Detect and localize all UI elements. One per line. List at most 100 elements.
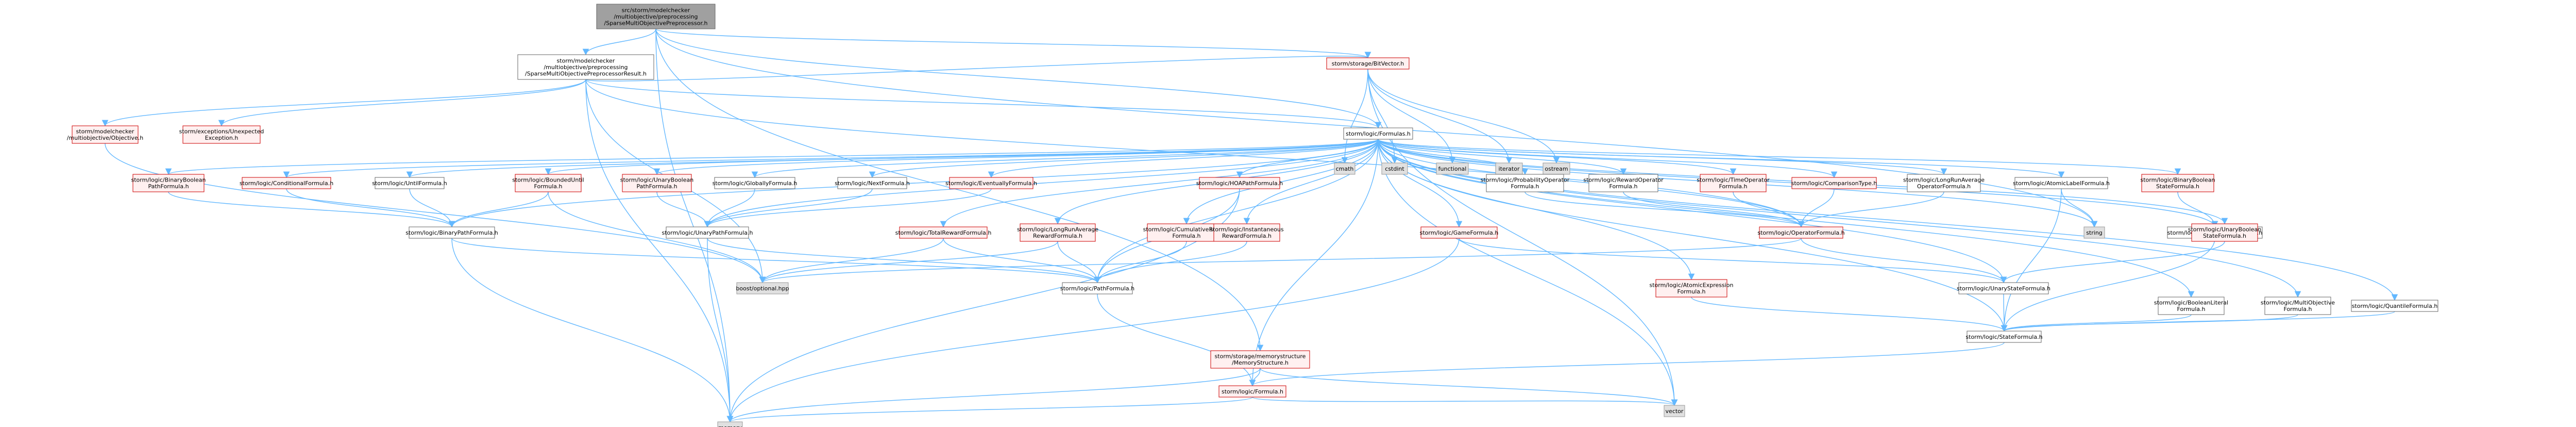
edge-result-to-operator xyxy=(585,79,1805,228)
node-label: storm/logic/Instantaneous xyxy=(1210,226,1284,233)
edge-formulas-to-eventually xyxy=(988,139,1379,178)
edge-atomiclabel-to-string xyxy=(2061,188,2098,228)
edge-probop-to-operator xyxy=(1524,191,1805,228)
edge-result-to-bitvector xyxy=(585,52,1371,81)
edge-game-to-memory xyxy=(726,238,1460,423)
node-label: storm/logic/OperatorFormula.h xyxy=(1757,229,1844,236)
node-next[interactable]: storm/logic/NextFormula.h xyxy=(835,177,910,189)
node-bitvector[interactable]: storm/storage/BitVector.h xyxy=(1326,57,1410,70)
node-totalreward[interactable]: storm/logic/TotalRewardFormula.h xyxy=(895,226,992,239)
node-memory[interactable]: memory xyxy=(717,421,743,427)
node-box xyxy=(1664,405,1685,417)
edge-bitvector-to-ostream xyxy=(1367,69,1560,164)
node-string[interactable]: string xyxy=(2083,226,2105,239)
edge-root-to-bitvector xyxy=(655,28,1371,59)
edge-totalreward-to-optional xyxy=(759,238,944,284)
node-label: storm/logic/AtomicLabelFormula.h xyxy=(2013,180,2110,187)
node-until[interactable]: storm/logic/UntilFormula.h xyxy=(372,177,447,189)
node-atomiclabel[interactable]: storm/logic/AtomicLabelFormula.h xyxy=(2013,177,2110,189)
node-conditional[interactable]: storm/logic/ConditionalFormula.h xyxy=(240,177,333,189)
node-ostream[interactable]: ostream xyxy=(1543,162,1570,175)
node-memstruct[interactable]: storm/storage/memorystructure/MemoryStru… xyxy=(1210,350,1310,369)
node-label: storm/exceptions/Unexpected xyxy=(179,128,264,135)
node-stateformula[interactable]: storm/logic/StateFormula.h xyxy=(1965,331,2043,343)
node-label: storm/logic/ProbabilityOperator xyxy=(1481,177,1570,184)
node-box xyxy=(666,226,749,239)
node-hoapath[interactable]: storm/logic/HOAPathFormula.h xyxy=(1196,177,1283,189)
edge-root-to-result xyxy=(582,28,656,56)
node-label: storm/logic/BinaryBoolean xyxy=(131,177,206,184)
edge-result-to-memory xyxy=(585,79,734,423)
edge-lravgop-to-operator xyxy=(1798,191,1944,228)
node-binarypath[interactable]: storm/logic/BinaryPathFormula.h xyxy=(405,226,498,239)
node-label: Formula.h xyxy=(1719,183,1748,190)
node-cstdint[interactable]: cstdint xyxy=(1381,162,1408,175)
node-box xyxy=(1326,57,1410,70)
edge-formulas-to-rewardop xyxy=(1378,139,1627,175)
node-label: /multiobjective/Objective.h xyxy=(67,135,143,141)
edge-unarypath-to-memory xyxy=(707,238,734,423)
node-game[interactable]: storm/logic/GameFormula.h xyxy=(1420,226,1499,239)
node-cmath[interactable]: cmath xyxy=(1334,162,1355,175)
node-operator[interactable]: storm/logic/OperatorFormula.h xyxy=(1757,226,1845,239)
edge-quantile-to-stateformula xyxy=(2001,311,2395,332)
node-unarypath[interactable]: storm/logic/UnaryPathFormula.h xyxy=(662,226,753,239)
node-label: PathFormula.h xyxy=(636,183,677,190)
node-unarystate[interactable]: storm/logic/UnaryStateFormula.h xyxy=(1957,282,2050,294)
node-comparison[interactable]: storm/logic/ComparisonType.h xyxy=(1791,177,1877,189)
node-globally[interactable]: storm/logic/GloballyFormula.h xyxy=(713,177,798,189)
node-optional[interactable]: boost/optional.hpp xyxy=(736,282,789,294)
node-iterator[interactable]: iterator xyxy=(1495,162,1523,175)
node-box xyxy=(242,177,331,189)
node-lravgop[interactable]: storm/logic/LongRunAverageOperatorFormul… xyxy=(1903,174,1985,192)
node-box xyxy=(596,4,716,29)
node-box xyxy=(1020,223,1096,242)
node-label: storm/logic/ConditionalFormula.h xyxy=(240,180,333,187)
edge-conditional-to-binarypath xyxy=(286,188,455,228)
node-formula[interactable]: storm/logic/Formula.h xyxy=(1218,385,1286,398)
node-box xyxy=(1381,162,1408,175)
edge-lravgreward-to-optional xyxy=(759,241,1058,284)
edge-result-to-mo_objective xyxy=(101,79,586,127)
node-box xyxy=(1907,174,1981,192)
node-quantile[interactable]: storm/logic/QuantileFormula.h xyxy=(2351,300,2438,312)
node-label: storm/storage/BitVector.h xyxy=(1332,60,1404,67)
edge-atomicexpr-to-stateformula xyxy=(1691,297,2008,332)
node-mo_objective[interactable]: storm/modelchecker/multiobjective/Object… xyxy=(67,125,143,144)
node-box xyxy=(72,125,139,144)
node-lravgreward[interactable]: storm/logic/LongRunAverageRewardFormula.… xyxy=(1017,223,1098,242)
node-box xyxy=(714,177,795,189)
edge-root-to-memstruct xyxy=(655,28,1264,352)
node-label: storm/logic/MultiObjective xyxy=(2261,300,2335,306)
dependency-edges xyxy=(101,28,2398,423)
node-vector[interactable]: vector xyxy=(1664,405,1685,417)
node-eventually[interactable]: storm/logic/EventuallyFormula.h xyxy=(945,177,1037,189)
edge-binarypath-to-memory xyxy=(451,238,734,423)
node-label: storm/logic/UnaryBoolean xyxy=(2188,226,2261,233)
node-functional[interactable]: functional xyxy=(1436,162,1469,175)
node-result[interactable]: storm/modelchecker/multiobjective/prepro… xyxy=(517,54,654,80)
node-pathformula[interactable]: storm/logic/PathFormula.h xyxy=(1060,282,1134,294)
edge-boundeduntil-to-binarypath xyxy=(448,191,549,228)
node-box xyxy=(2014,177,2108,189)
node-box xyxy=(2351,300,2438,312)
edge-binarypath-to-pathformula xyxy=(451,238,1100,284)
edge-operator-to-unarystate xyxy=(1801,238,2007,284)
edge-formulas-to-totalreward xyxy=(940,139,1379,228)
node-formulas[interactable]: storm/logic/Formulas.h xyxy=(1343,127,1413,140)
